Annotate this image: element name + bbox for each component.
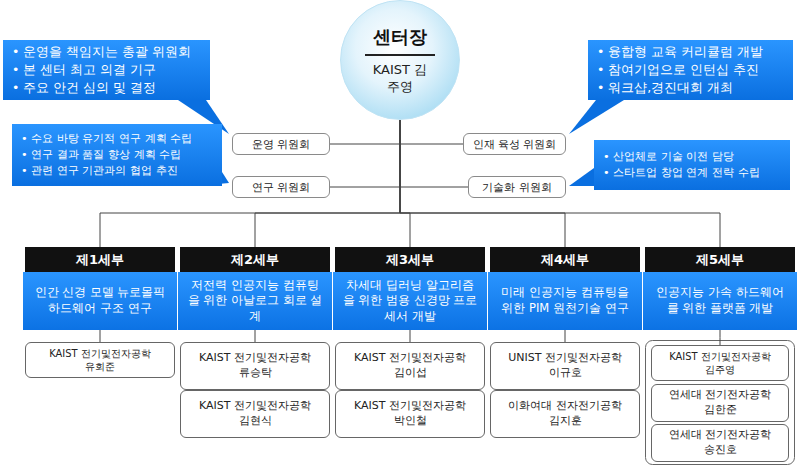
node-text: 김주영	[705, 363, 735, 376]
node-label: 인재 육성 위원회	[473, 137, 557, 152]
division-header: 제4세부	[490, 247, 640, 272]
connector-line	[400, 120, 565, 247]
node-label: 인간 신경 모델 뉴로몰픽 하드웨어 구조 연구	[31, 285, 169, 316]
committee-box: 인재 육성 위원회	[463, 133, 566, 155]
connector-line	[565, 330, 566, 342]
node-label: KAIST 전기및전자공학	[199, 399, 311, 414]
division-header: 제5세부	[645, 247, 795, 272]
callout-box: • 융합형 교육 커리큘럼 개발• 참여기업으로 인턴십 추진• 워크샵,경진대…	[588, 40, 793, 100]
node-label: KAIST 전기및전자공학	[354, 351, 466, 366]
callout-box: • 운영을 책임지는 총괄 위원회• 본 센터 최고 의결 기구• 주요 안건 …	[3, 40, 210, 100]
connector-line	[330, 120, 400, 187]
node-text: 송진호	[704, 443, 737, 458]
member-box: KAIST 전기및전자공학유회준	[25, 342, 175, 378]
node-label: 운영 위원회	[252, 137, 311, 152]
division-topic: 인간 신경 모델 뉴로몰픽 하드웨어 구조 연구	[23, 272, 177, 330]
member-box: KAIST 전기및전자공학김주영	[651, 345, 789, 381]
node-text: 박인철	[394, 414, 427, 429]
node-label: 제3세부	[386, 251, 434, 269]
node-label: 연세대 전기전자공학	[669, 428, 772, 443]
node-label: KAIST 전기및전자공학	[354, 399, 466, 414]
member-box: KAIST 전기및전자공학김이섭	[335, 342, 485, 390]
member-group	[646, 341, 795, 465]
node-label: 제5세부	[696, 251, 744, 269]
node-text: 유회준	[85, 360, 115, 373]
member-box: KAIST 전기및전자공학박인철	[335, 390, 485, 438]
node-label: 기술화 위원회	[482, 180, 552, 195]
node-label: KAIST 전기및전자공학	[669, 350, 770, 363]
member-box: KAIST 전기및전자공학김현식	[180, 390, 330, 438]
node-label: 이화여대 전자전기공학	[508, 399, 622, 414]
division-topic: 저전력 인공지능 컴퓨팅을 위한 아날로그 회로 설계	[178, 272, 332, 330]
node-text: 이규호	[549, 366, 582, 381]
division-topic: 인공지능 가속 하드웨어를 위한 플랫폼 개발	[643, 272, 797, 330]
member-box: UNIST 전기및전자공학이규호	[490, 342, 640, 390]
connector-line	[400, 120, 410, 247]
division-topic: 미래 인공지능 컴퓨팅을 위한 PIM 원천기술 연구	[488, 272, 642, 330]
node-label: 연세대 전기전자공학	[669, 388, 772, 403]
connector-line	[720, 330, 721, 345]
node-text: • 주요 안건 심의 및 결정	[12, 79, 156, 97]
connector-line	[400, 120, 468, 187]
node-label: 연구 위원회	[252, 180, 311, 195]
node-label: KAIST 전기및전자공학	[199, 351, 311, 366]
connector-line	[100, 330, 101, 342]
callout-box: • 산업체로 기술 이전 담당• 스타트업 창업 연계 전략 수립	[594, 140, 790, 190]
division-header: 제2세부	[180, 247, 330, 272]
member-box: 연세대 전기전자공학김한준	[651, 384, 789, 422]
node-text: • 참여기업으로 인턴십 추진	[597, 61, 759, 79]
callout-tail	[569, 100, 624, 134]
node-label: 센터장	[365, 25, 435, 56]
node-label: 차세대 딥러닝 알고리즘 을 위한 범용 신경망 프로세서 개발	[341, 278, 479, 325]
member-box: KAIST 전기및전자공학류승탁	[180, 342, 330, 390]
committee-box: 기술화 위원회	[468, 176, 566, 198]
member-box: 연세대 전기전자공학송진호	[651, 424, 789, 462]
committee-box: 운영 위원회	[232, 133, 330, 155]
node-label: • 운영을 책임지는 총괄 위원회	[12, 43, 191, 61]
node-text: • 관련 연구 기관과의 협업 추진	[21, 163, 178, 179]
division-header: 제1세부	[25, 247, 175, 272]
node-label: 저전력 인공지능 컴퓨팅을 위한 아날로그 회로 설계	[186, 278, 324, 325]
connector-line	[400, 120, 463, 144]
connector-line	[255, 330, 256, 342]
node-text: KAIST 김주영	[369, 62, 431, 96]
node-text: 김지훈	[549, 414, 582, 429]
division-topic: 차세대 딥러닝 알고리즘 을 위한 범용 신경망 프로세서 개발	[333, 272, 487, 330]
node-label: 인공지능 가속 하드웨어를 위한 플랫폼 개발	[651, 285, 789, 316]
connector-line	[330, 120, 400, 144]
node-label: KAIST 전기및전자공학	[49, 347, 150, 360]
node-label: • 융합형 교육 커리큘럼 개발	[597, 43, 763, 61]
node-text: • 본 센터 최고 의결 기구	[12, 61, 156, 79]
node-text: • 연구 결과 품질 향상 계획 수립	[21, 147, 181, 163]
node-text: • 스타트업 창업 연계 전략 수립	[603, 165, 760, 181]
node-text: 류승탁	[239, 366, 272, 381]
node-text: 김이섭	[394, 366, 427, 381]
node-label: UNIST 전기및전자공학	[508, 351, 622, 366]
callout-tail	[569, 168, 594, 186]
center-circle: 센터장 KAIST 김주영	[340, 0, 460, 120]
node-label: 제1세부	[76, 251, 124, 269]
node-label: • 수요 바탕 유기적 연구 계획 수립	[21, 131, 192, 147]
node-label: 미래 인공지능 컴퓨팅을 위한 PIM 원천기술 연구	[496, 285, 634, 316]
node-label: 제4세부	[541, 251, 589, 269]
node-text: 김현식	[239, 414, 272, 429]
node-text: • 워크샵,경진대회 개최	[597, 79, 733, 97]
node-label: • 산업체로 기술 이전 담당	[603, 149, 734, 165]
division-header: 제3세부	[335, 247, 485, 272]
committee-box: 연구 위원회	[232, 176, 330, 198]
callout-box: • 수요 바탕 유기적 연구 계획 수립• 연구 결과 품질 향상 계획 수립•…	[12, 124, 222, 186]
node-text: 김한준	[704, 403, 737, 418]
node-label: 제2세부	[231, 251, 279, 269]
member-box: 이화여대 전자전기공학김지훈	[490, 390, 640, 438]
connector-line	[410, 330, 411, 342]
